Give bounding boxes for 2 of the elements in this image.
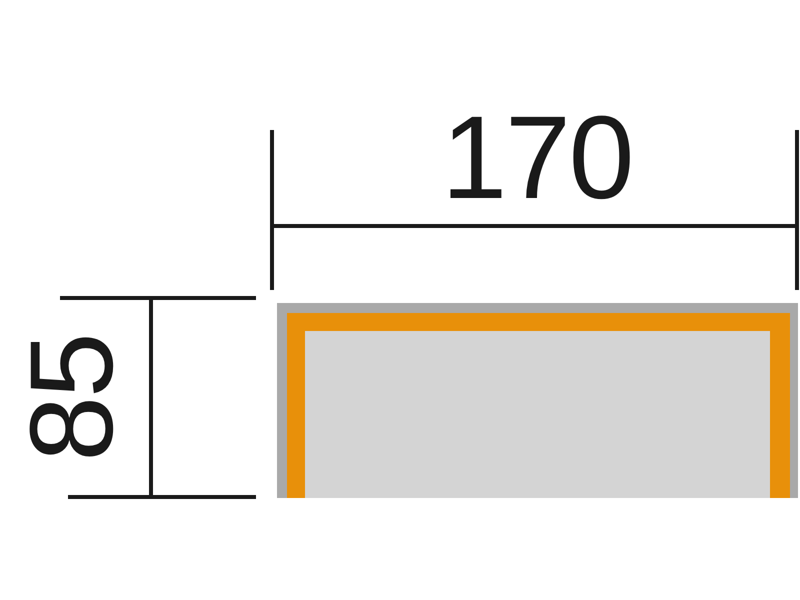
- dimension-label: 85: [13, 334, 131, 462]
- dimension-label: 170: [442, 99, 632, 217]
